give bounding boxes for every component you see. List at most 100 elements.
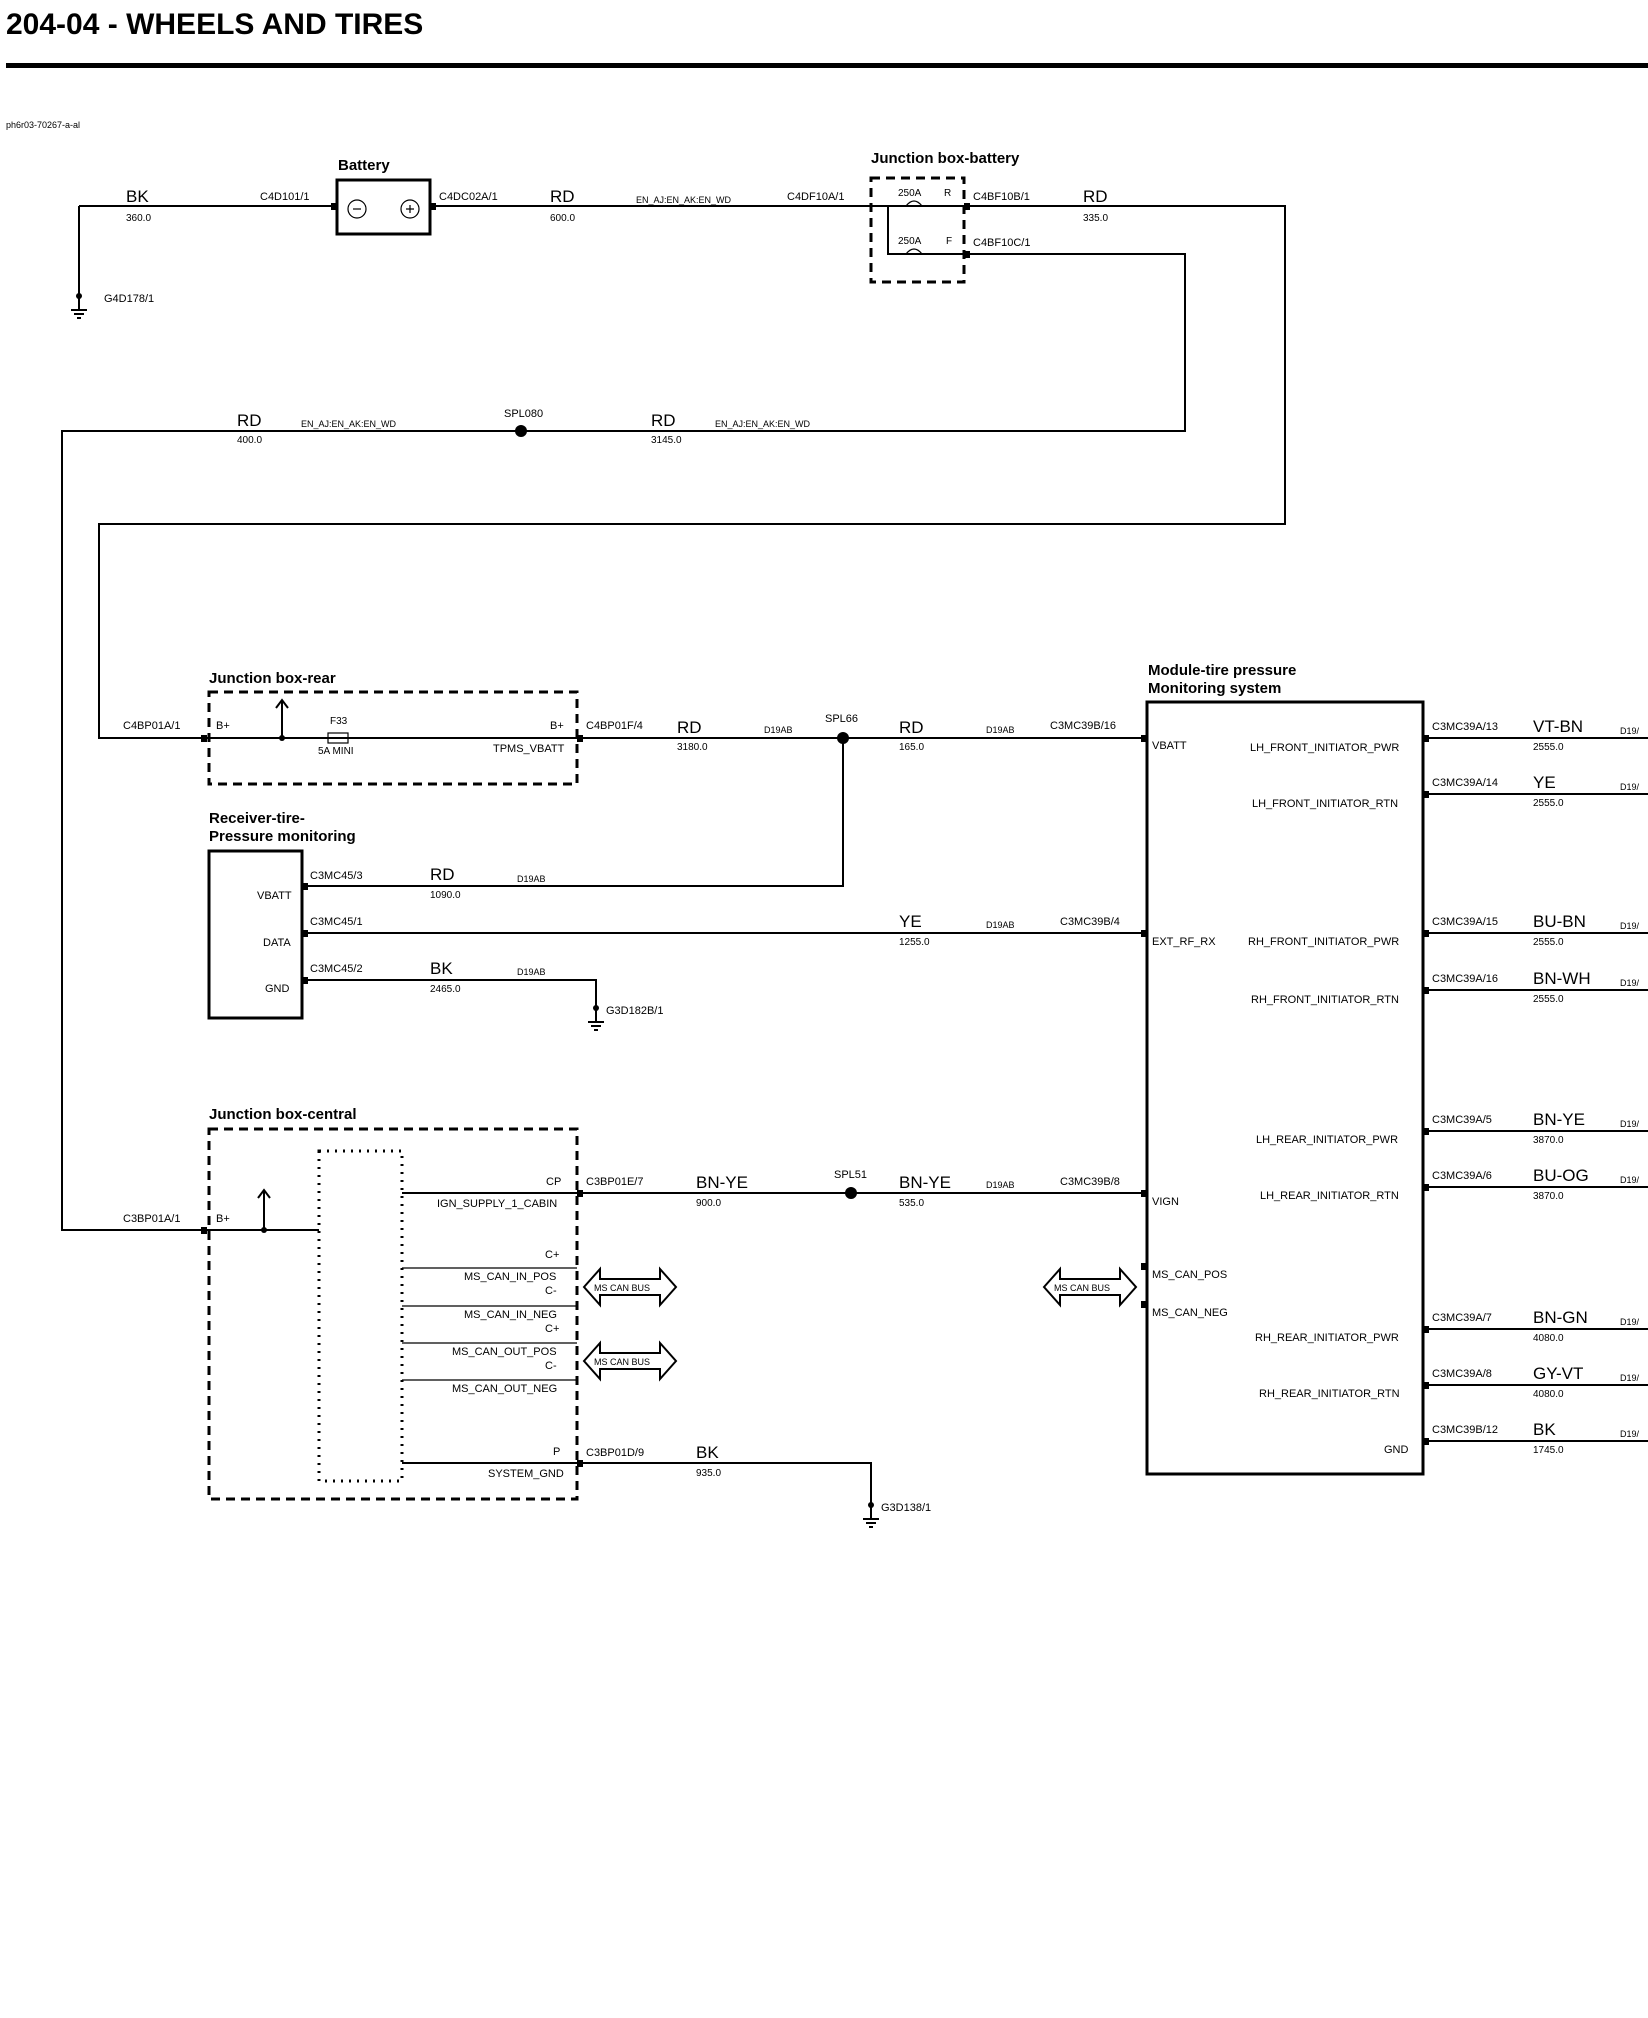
- bus-label: MS CAN BUS: [594, 1357, 650, 1367]
- module-label-line1: Module-tire pressure: [1148, 662, 1296, 679]
- battery-label: Battery: [338, 157, 390, 174]
- wire-color-label: BN-YE: [696, 1173, 748, 1192]
- connector-label: C4BF10B/1: [973, 191, 1030, 203]
- battery-section: G4D178/1 BK 360.0 C4D101/1 Battery C4DC0…: [61, 150, 1286, 1231]
- pin-label: RH_REAR_INITIATOR_PWR: [1255, 1332, 1399, 1344]
- wire-length-label: 535.0: [899, 1198, 924, 1209]
- pin-label: MS_CAN_OUT_POS: [452, 1346, 557, 1358]
- wire-length-label: 3870.0: [1533, 1135, 1564, 1146]
- wire-length-label: 900.0: [696, 1198, 721, 1209]
- pin-label: C-: [545, 1285, 557, 1297]
- wire-length-label: 165.0: [899, 742, 924, 753]
- ms-can-bus-arrow: [582, 1340, 678, 1382]
- pin-label: TPMS_VBATT: [493, 743, 565, 755]
- wire-color-label: RD: [550, 187, 575, 206]
- wire-length-label: 4080.0: [1533, 1389, 1564, 1400]
- pin-label: VIGN: [1152, 1196, 1179, 1208]
- receiver-section: Receiver-tire- Pressure monitoring VBATT…: [207, 810, 1144, 1031]
- connector-label: C3MC39B/8: [1060, 1176, 1120, 1188]
- harness-label: D19/: [1620, 1373, 1640, 1383]
- pin-label: B+: [216, 1213, 230, 1225]
- connector-label: C3BP01D/9: [586, 1447, 644, 1459]
- splice-label: SPL080: [504, 408, 543, 420]
- harness-label: D19AB: [764, 725, 793, 735]
- wire-length-label: 1745.0: [1533, 1445, 1564, 1456]
- harness-label: D19/: [1620, 1429, 1640, 1439]
- connector-label: C3MC45/1: [310, 916, 363, 928]
- splice-node: [845, 1187, 857, 1199]
- fuse-symbol: [327, 732, 349, 744]
- pin-label: MS_CAN_NEG: [1152, 1307, 1228, 1319]
- pin-label: C-: [545, 1360, 557, 1372]
- harness-label: D19/: [1620, 1317, 1640, 1327]
- wire-length-label: 2555.0: [1533, 994, 1564, 1005]
- connector-label: C3MC39A/15: [1432, 916, 1498, 928]
- connector-label: C3BP01E/7: [586, 1176, 643, 1188]
- pin-label: MS_CAN_POS: [1152, 1269, 1227, 1281]
- fuse-id: R: [944, 188, 951, 199]
- connector-label: C4BP01F/4: [586, 720, 643, 732]
- pin-label: LH_REAR_INITIATOR_PWR: [1256, 1134, 1398, 1146]
- page-title: 204-04 - WHEELS AND TIRES: [6, 8, 423, 41]
- connector-label: C4DF10A/1: [787, 191, 844, 203]
- pin-label: B+: [550, 720, 564, 732]
- harness-label: D19AB: [986, 920, 1015, 930]
- title-rule: [6, 63, 1648, 68]
- fuse-rating: 250A: [898, 236, 922, 247]
- tpms-module-section: Module-tire pressure Monitoring system V…: [1042, 662, 1648, 1476]
- connector-label: C3MC39A/7: [1432, 1312, 1492, 1324]
- harness-label: EN_AJ:EN_AK:EN_WD: [636, 195, 732, 205]
- pin-label: GND: [265, 983, 290, 995]
- pin-label: GND: [1384, 1444, 1409, 1456]
- connector-label: C3MC39A/13: [1432, 721, 1498, 733]
- connector-label: C3MC39B/12: [1432, 1424, 1498, 1436]
- junction-box-battery: [869, 176, 966, 284]
- harness-label: D19/: [1620, 921, 1640, 931]
- wire-color-label: BU-OG: [1533, 1166, 1589, 1185]
- pin-label: MS_CAN_IN_POS: [464, 1271, 556, 1283]
- tpms-module: [1145, 700, 1425, 1476]
- pin-label: P: [553, 1446, 560, 1458]
- wire-length-label: 360.0: [126, 213, 151, 224]
- harness-label: D19AB: [986, 725, 1015, 735]
- fuse-symbol: [905, 200, 923, 207]
- wire-length-label: 400.0: [237, 435, 262, 446]
- wire-color-label: BK: [696, 1443, 719, 1462]
- pin-label: CP: [546, 1176, 561, 1188]
- wire-color-label: BU-BN: [1533, 912, 1586, 931]
- fuse-rating: 5A MINI: [318, 746, 354, 757]
- pin-label: RH_FRONT_INITIATOR_PWR: [1248, 936, 1399, 948]
- pin-label: IGN_SUPPLY_1_CABIN: [437, 1198, 557, 1210]
- ground-label-g4d178: G4D178/1: [104, 293, 154, 305]
- connector-label: C3MC45/2: [310, 963, 363, 975]
- pin-label: RH_REAR_INITIATOR_RTN: [1259, 1388, 1400, 1400]
- wire-color-label: RD: [651, 411, 676, 430]
- harness-label: D19AB: [517, 874, 546, 884]
- harness-label: EN_AJ:EN_AK:EN_WD: [301, 419, 397, 429]
- wire-color-label: RD: [899, 718, 924, 737]
- connector-label: C4BP01A/1: [123, 720, 180, 732]
- module-label-line2: Monitoring system: [1148, 680, 1281, 697]
- receiver-label-line1: Receiver-tire-: [209, 810, 305, 827]
- splice-label: SPL66: [825, 713, 858, 725]
- connector-label: C3BP01A/1: [123, 1213, 180, 1225]
- wire-color-label: VT-BN: [1533, 717, 1583, 736]
- pin-label: LH_FRONT_INITIATOR_PWR: [1250, 742, 1399, 754]
- wire-color-label: BN-YE: [899, 1173, 951, 1192]
- pin-label: MS_CAN_OUT_NEG: [452, 1383, 557, 1395]
- power-arrow: [257, 1188, 271, 1230]
- receiver-label-line2: Pressure monitoring: [209, 828, 356, 845]
- junction-box-rear-section: Junction box-rear C4BP01A/1 B+ F33 5A MI…: [123, 670, 1144, 887]
- internal-module-outline: [317, 1149, 404, 1483]
- battery-component: [335, 178, 432, 236]
- wire-length-label: 3870.0: [1533, 1191, 1564, 1202]
- pin-label: C+: [545, 1249, 559, 1261]
- connector-label: C3MC39A/6: [1432, 1170, 1492, 1182]
- fuse-rating: 250A: [898, 188, 922, 199]
- connector-label: C3MC39A/5: [1432, 1114, 1492, 1126]
- harness-label: D19/: [1620, 782, 1640, 792]
- wire-length-label: 335.0: [1083, 213, 1108, 224]
- ground-label-g3d138: G3D138/1: [881, 1502, 931, 1514]
- pin-label: C+: [545, 1323, 559, 1335]
- pin-label: DATA: [263, 937, 291, 949]
